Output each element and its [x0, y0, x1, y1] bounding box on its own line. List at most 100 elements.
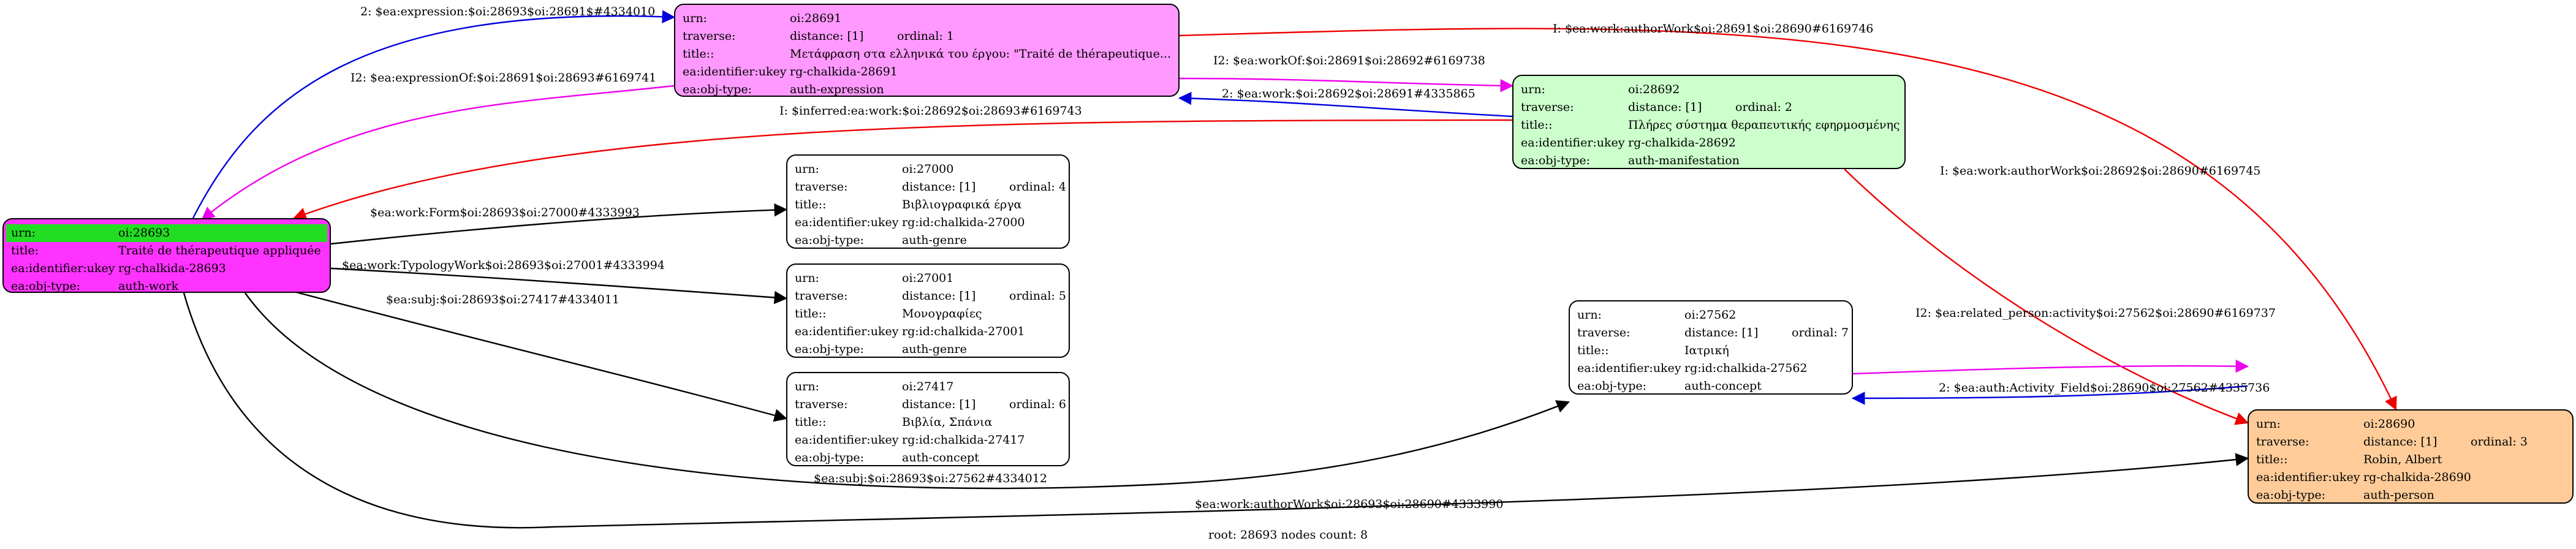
edge-label-e11: $ea:subj:$oi:28693$oi:27562#4334012	[814, 472, 1047, 485]
field-label: urn:	[1521, 83, 1545, 96]
field-label: urn:	[2256, 417, 2281, 431]
field-value: rg:id:chalkida-27000	[902, 216, 1025, 229]
field-label: ea:obj-type:	[1577, 379, 1647, 393]
field-label: urn:	[795, 271, 819, 285]
node-urn-row: urn: oi:28693	[6, 224, 327, 242]
node-27417[interactable]: urn: oi:27417 traverse: distance: [1] ordin…	[786, 372, 1070, 466]
field-label: urn:	[683, 12, 707, 25]
edge-line-e3	[1179, 28, 2397, 411]
edge-line-e4	[1179, 77, 1514, 93]
field-value: oi:27000	[902, 162, 954, 176]
ordinal-value: ordinal: 6	[1009, 398, 1066, 411]
edge-label-e7: I: $ea:work:authorWork$oi:28692$oi:28690…	[1940, 164, 2261, 178]
field-label: ea:obj-type:	[795, 343, 865, 356]
field-value: oi:27001	[902, 271, 954, 285]
field-value: Robin, Albert	[2363, 453, 2442, 466]
distance-value: distance: [1]	[790, 29, 864, 43]
field-label: ea:identifier:ukey	[11, 262, 115, 275]
field-value: auth-genre	[902, 233, 967, 247]
field-label: traverse:	[795, 398, 848, 411]
node-28691[interactable]: urn:oi:28691 traverse:distance: [1]ordin…	[674, 4, 1180, 97]
edge-line-e5	[1178, 91, 1513, 118]
field-label: traverse:	[795, 180, 848, 194]
field-value: oi:28690	[2363, 417, 2415, 431]
distance-value: distance: [1]	[902, 398, 976, 411]
edge-label-e13: I2: $ea:related_person:activity$oi:27562…	[1915, 306, 2276, 320]
field-value: Βιβλιογραφικά έργα	[902, 198, 1022, 211]
field-label: ea:identifier:ukey	[2256, 471, 2360, 484]
ordinal-value: ordinal: 4	[1009, 180, 1066, 194]
ordinal-value: ordinal: 7	[1792, 326, 1849, 339]
node-28693[interactable]: urn: oi:28693 title:Traité de thérapeuti…	[2, 218, 331, 293]
edge-line-e6	[292, 119, 1513, 221]
node-28692[interactable]: urn:oi:28692 traverse:distance: [1]ordin…	[1512, 75, 1906, 169]
field-value: rg:id:chalkida-27001	[902, 325, 1025, 338]
field-value: rg:id:chalkida-27562	[1684, 362, 1808, 375]
edge-line-e8	[330, 203, 788, 245]
field-label: urn:	[1577, 308, 1602, 322]
field-value: oi:27417	[902, 380, 954, 393]
field-label: ea:identifier:ukey	[1521, 136, 1625, 150]
field-label: ea:obj-type:	[795, 233, 865, 247]
edge-label-e12: $ea:work:authorWork$oi:28693$oi:28690#43…	[1195, 498, 1504, 511]
node-28690[interactable]: urn:oi:28690 traverse:distance: [1]ordin…	[2248, 409, 2574, 504]
ordinal-value: ordinal: 3	[2471, 435, 2528, 449]
node-27001[interactable]: urn:oi:27001 traverse:distance: [1]ordin…	[786, 263, 1070, 358]
edge-line-e14	[1851, 385, 2248, 405]
field-value: auth-manifestation	[1628, 154, 1740, 167]
node-27000[interactable]: urn: oi:27000 traverse: distance: [1] ordin…	[786, 154, 1070, 249]
field-label: title::	[795, 415, 827, 429]
field-label: title::	[683, 47, 714, 61]
edge-label-e5: 2: $ea:work:$oi:28692$oi:28691#4335865	[1222, 87, 1476, 100]
field-label: ea:identifier:ukey	[795, 216, 899, 229]
field-value: auth-work	[118, 279, 179, 293]
node-27562[interactable]: urn: oi:27562 traverse: distance: [1] ordin…	[1569, 300, 1853, 395]
field-value: Μονογραφίες	[902, 307, 982, 320]
field-value: rg:id:chalkida-27417	[902, 433, 1025, 447]
distance-value: distance: [1]	[902, 180, 976, 194]
field-value: oi:28692	[1628, 83, 1680, 96]
field-label: urn:	[795, 380, 819, 393]
field-value: oi:27562	[1684, 308, 1737, 322]
edge-label-e1: 2: $ea:expression:$oi:28693$oi:28691$#43…	[360, 5, 656, 18]
field-value: Μετάφραση στα ελληνικά του έργου: "Trait…	[790, 47, 1171, 61]
field-label: traverse:	[683, 29, 736, 43]
ordinal-value: ordinal: 1	[897, 29, 954, 43]
field-label: title::	[1577, 344, 1609, 357]
field-label: ea:identifier:ukey	[1577, 362, 1681, 375]
distance-value: distance: [1]	[902, 289, 976, 303]
edge-line-e1	[192, 10, 676, 219]
field-label: urn:	[795, 162, 819, 176]
field-label: ea:identifier:ukey	[795, 325, 899, 338]
distance-value: distance: [1]	[1628, 100, 1702, 114]
field-value: oi:28693	[118, 226, 170, 240]
field-value: rg-chalkida-28692	[1628, 136, 1736, 150]
edge-label-e14: 2: $ea:auth:Activity_Field$oi:28690$oi:2…	[1939, 381, 2270, 395]
field-label: ea:identifier:ukey	[683, 65, 787, 78]
field-label: title::	[1521, 118, 1553, 132]
field-label: title::	[795, 198, 827, 211]
field-value: rg-chalkida-28690	[2363, 471, 2471, 484]
field-value: auth-genre	[902, 343, 967, 356]
edge-line-e12	[183, 292, 2249, 529]
field-label: traverse:	[1521, 100, 1574, 114]
edge-line-e10	[294, 290, 788, 422]
field-value: rg-chalkida-28693	[118, 262, 226, 275]
edge-label-e2: I2: $ea:expressionOf:$oi:28691$oi:28693#…	[350, 71, 657, 85]
field-value: auth-concept	[902, 451, 979, 464]
field-label: traverse:	[2256, 435, 2309, 449]
distance-value: distance: [1]	[1684, 326, 1759, 339]
field-label: ea:obj-type:	[795, 451, 865, 464]
edge-label-e10: $ea:subj:$oi:28693$oi:27417#4334011	[386, 293, 619, 306]
field-label: ea:identifier:ukey	[795, 433, 899, 447]
edge-label-e9: $ea:work:TypologyWork$oi:28693$oi:27001#…	[342, 259, 665, 272]
field-label: traverse:	[1577, 326, 1631, 339]
edge-label-e6: I: $inferred:ea:work:$oi:28692$oi:28693#…	[779, 104, 1082, 118]
field-value: rg-chalkida-28691	[790, 65, 898, 78]
field-label: ea:obj-type:	[1521, 154, 1591, 167]
edge-line-e13	[1852, 359, 2249, 375]
edge-line-e2	[201, 85, 675, 221]
graph-footer: root: 28693 nodes count: 8	[1208, 528, 1368, 542]
edge-line-e7	[1844, 168, 2249, 425]
